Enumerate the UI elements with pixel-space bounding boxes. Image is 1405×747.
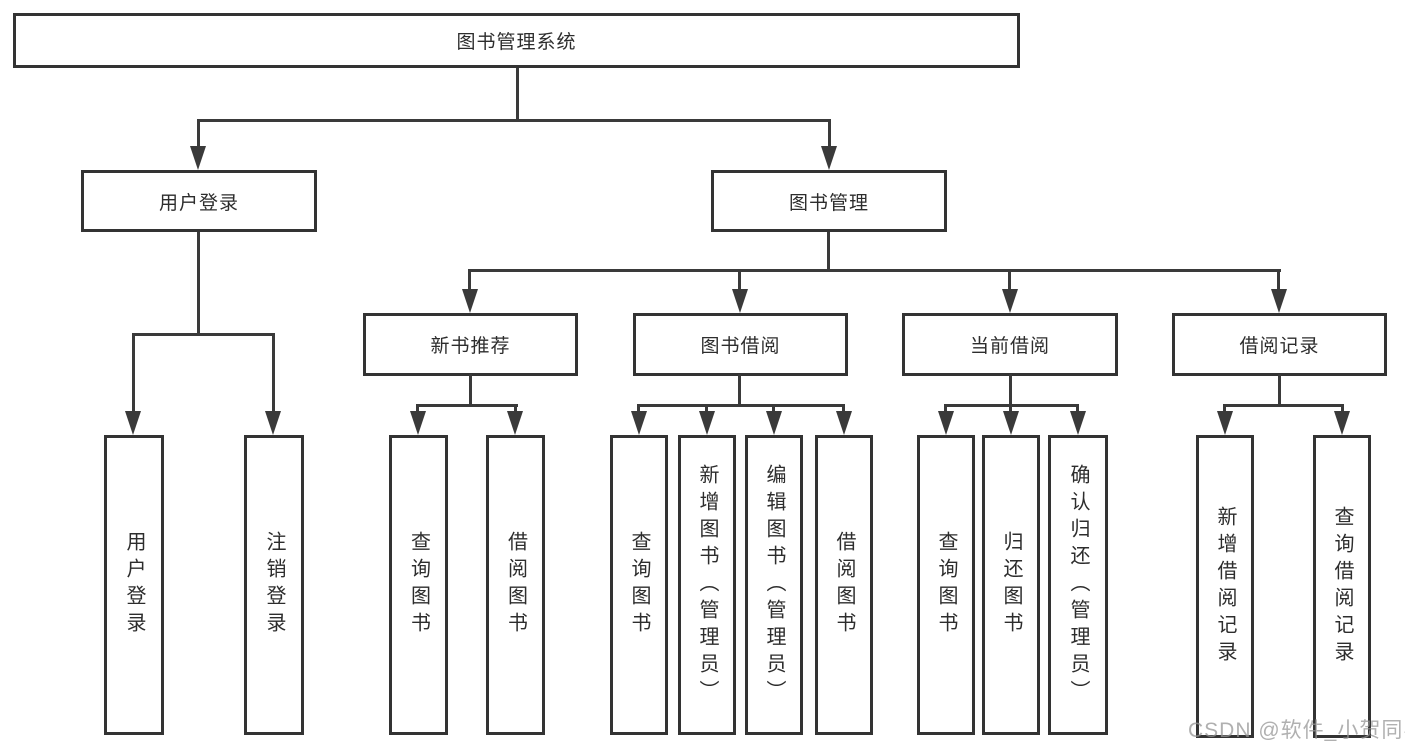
arrowhead-down-icon [1003,411,1019,435]
leaf-query-books-current: 查询图书 [917,435,975,735]
node-new-book-recommend-label: 新书推荐 [430,336,511,357]
leaf-logout-label: 注销登录 [263,531,285,639]
connector-userlogin-drop-2 [272,333,275,413]
connector-bookmgmt-drop-3 [1008,269,1011,291]
leaf-edit-book-admin: 编辑图书（管理员） [745,435,803,735]
connector-recommend-stem [469,374,472,407]
connector-records-stem [1278,374,1281,407]
connector-borrow-drop-4 [842,404,845,414]
arrowhead-down-icon [821,146,837,170]
connector-records-drop-1 [1223,404,1226,414]
arrowhead-down-icon [631,411,647,435]
connector-root-drop-right [828,119,831,149]
node-user-login-label: 用户登录 [158,192,239,214]
leaf-borrow-books-recommend-label: 借阅图书 [504,531,527,639]
leaf-add-book-admin-label: 新增图书（管理员） [696,463,718,707]
connector-borrow-drop-1 [637,404,640,414]
connector-current-drop-2 [1009,404,1012,414]
leaf-borrow-books-recommend: 借阅图书 [486,435,545,735]
arrowhead-down-icon [507,411,523,435]
leaf-return-books: 归还图书 [982,435,1040,735]
leaf-return-books-label: 归还图书 [1000,531,1022,639]
connector-bookmgmt-bar [468,269,1281,272]
leaf-confirm-return-admin: 确认归还（管理员） [1048,435,1108,735]
node-book-borrow-label: 图书借阅 [700,336,781,357]
node-root: 图书管理系统 [13,13,1020,68]
connector-userlogin-stem [197,232,200,336]
connector-bookmgmt-stem [827,232,830,272]
leaf-add-borrow-record-label: 新增借阅记录 [1214,505,1236,668]
connector-borrow-stem [738,374,741,407]
arrowhead-down-icon [732,289,748,313]
node-book-management-label: 图书管理 [788,192,869,214]
connector-userlogin-drop-1 [132,333,135,413]
leaf-user-login: 用户登录 [104,435,164,735]
connector-bookmgmt-drop-1 [468,269,471,291]
connector-bookmgmt-drop-4 [1277,269,1280,291]
leaf-edit-book-admin-label: 编辑图书（管理员） [763,463,785,707]
leaf-confirm-return-admin-label: 确认归还（管理员） [1067,463,1089,707]
leaf-query-borrow-record-label: 查询借阅记录 [1331,505,1353,668]
connector-recommend-bar [416,404,518,407]
arrowhead-down-icon [836,411,852,435]
csdn-watermark: CSDN @软件_小贺同学 [1188,719,1405,742]
connector-records-bar [1223,404,1344,407]
leaf-user-login-label: 用户登录 [123,531,145,639]
leaf-borrow-books: 借阅图书 [815,435,873,735]
leaf-query-books-borrow: 查询图书 [610,435,668,735]
arrowhead-down-icon [1070,411,1086,435]
arrowhead-down-icon [190,146,206,170]
connector-root-bar [197,119,831,122]
arrowhead-down-icon [265,411,281,435]
connector-recommend-drop-1 [416,404,419,414]
connector-recommend-drop-2 [514,404,517,414]
node-user-login: 用户登录 [81,170,317,232]
arrowhead-down-icon [1217,411,1233,435]
node-book-management: 图书管理 [711,170,947,232]
node-book-borrow: 图书借阅 [633,313,848,376]
connector-current-drop-1 [944,404,947,414]
leaf-borrow-books-label: 借阅图书 [833,531,855,639]
arrowhead-down-icon [699,411,715,435]
leaf-query-books-recommend: 查询图书 [389,435,448,735]
arrowhead-down-icon [1334,411,1350,435]
arrowhead-down-icon [410,411,426,435]
arrowhead-down-icon [1002,289,1018,313]
arrowhead-down-icon [462,289,478,313]
arrowhead-down-icon [766,411,782,435]
arrowhead-down-icon [125,411,141,435]
node-current-borrow: 当前借阅 [902,313,1118,376]
connector-root-drop-left [197,119,200,149]
connector-borrow-bar [637,404,845,407]
leaf-query-borrow-record: 查询借阅记录 [1313,435,1371,738]
node-borrow-records-label: 借阅记录 [1239,336,1320,357]
node-borrow-records: 借阅记录 [1172,313,1387,376]
connector-borrow-drop-2 [705,404,708,414]
leaf-query-books-borrow-label: 查询图书 [628,531,650,639]
connector-bookmgmt-drop-2 [738,269,741,291]
leaf-logout: 注销登录 [244,435,304,735]
connector-root-stem [516,68,519,122]
connector-current-stem [1009,374,1012,407]
leaf-query-books-current-label: 查询图书 [935,531,957,639]
connector-records-drop-2 [1341,404,1344,414]
node-root-label: 图书管理系统 [456,32,577,53]
node-new-book-recommend: 新书推荐 [363,313,578,376]
connector-borrow-drop-3 [772,404,775,414]
leaf-add-borrow-record: 新增借阅记录 [1196,435,1254,738]
leaf-query-books-recommend-label: 查询图书 [407,531,430,639]
arrowhead-down-icon [938,411,954,435]
node-current-borrow-label: 当前借阅 [969,336,1050,357]
connector-current-drop-3 [1076,404,1079,414]
arrowhead-down-icon [1271,289,1287,313]
leaf-add-book-admin: 新增图书（管理员） [678,435,736,735]
connector-userlogin-bar [132,333,275,336]
